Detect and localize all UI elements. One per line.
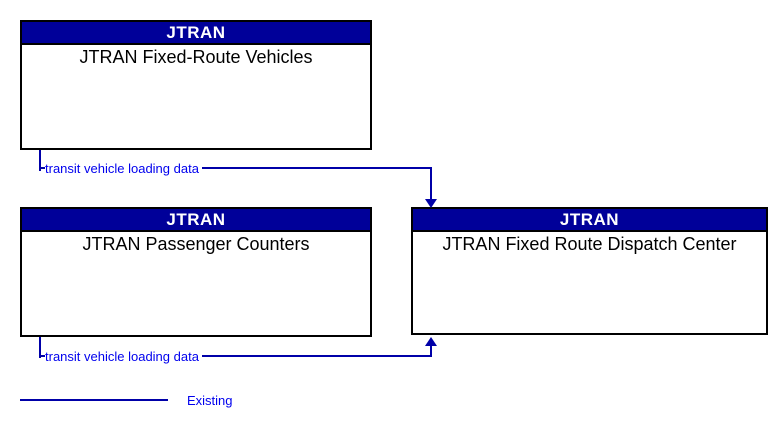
entity-box-passenger-counters: JTRAN JTRAN Passenger Counters bbox=[20, 207, 372, 337]
flow-line-segment bbox=[430, 167, 432, 200]
entity-box-dispatch-center: JTRAN JTRAN Fixed Route Dispatch Center bbox=[411, 207, 768, 335]
flow-line-segment bbox=[39, 150, 41, 171]
flow-line-segment bbox=[39, 337, 41, 358]
entity-name: JTRAN Fixed-Route Vehicles bbox=[79, 47, 313, 67]
legend-existing-line bbox=[20, 399, 168, 401]
entity-header: JTRAN bbox=[22, 209, 370, 232]
flow-line-segment bbox=[39, 167, 432, 169]
flow-line-segment bbox=[430, 345, 432, 357]
flow-arrow-down-icon bbox=[425, 199, 437, 208]
entity-header: JTRAN bbox=[413, 209, 766, 232]
legend-label: Existing bbox=[187, 393, 233, 408]
flow-label: transit vehicle loading data bbox=[45, 161, 202, 177]
flow-label: transit vehicle loading data bbox=[45, 349, 202, 365]
entity-name: JTRAN Passenger Counters bbox=[82, 234, 310, 254]
flow-arrow-up-icon bbox=[425, 337, 437, 346]
entity-box-fixed-route-vehicles: JTRAN JTRAN Fixed-Route Vehicles bbox=[20, 20, 372, 150]
flow-line-segment bbox=[39, 355, 432, 357]
entity-name: JTRAN Fixed Route Dispatch Center bbox=[442, 234, 737, 254]
entity-header: JTRAN bbox=[22, 22, 370, 45]
